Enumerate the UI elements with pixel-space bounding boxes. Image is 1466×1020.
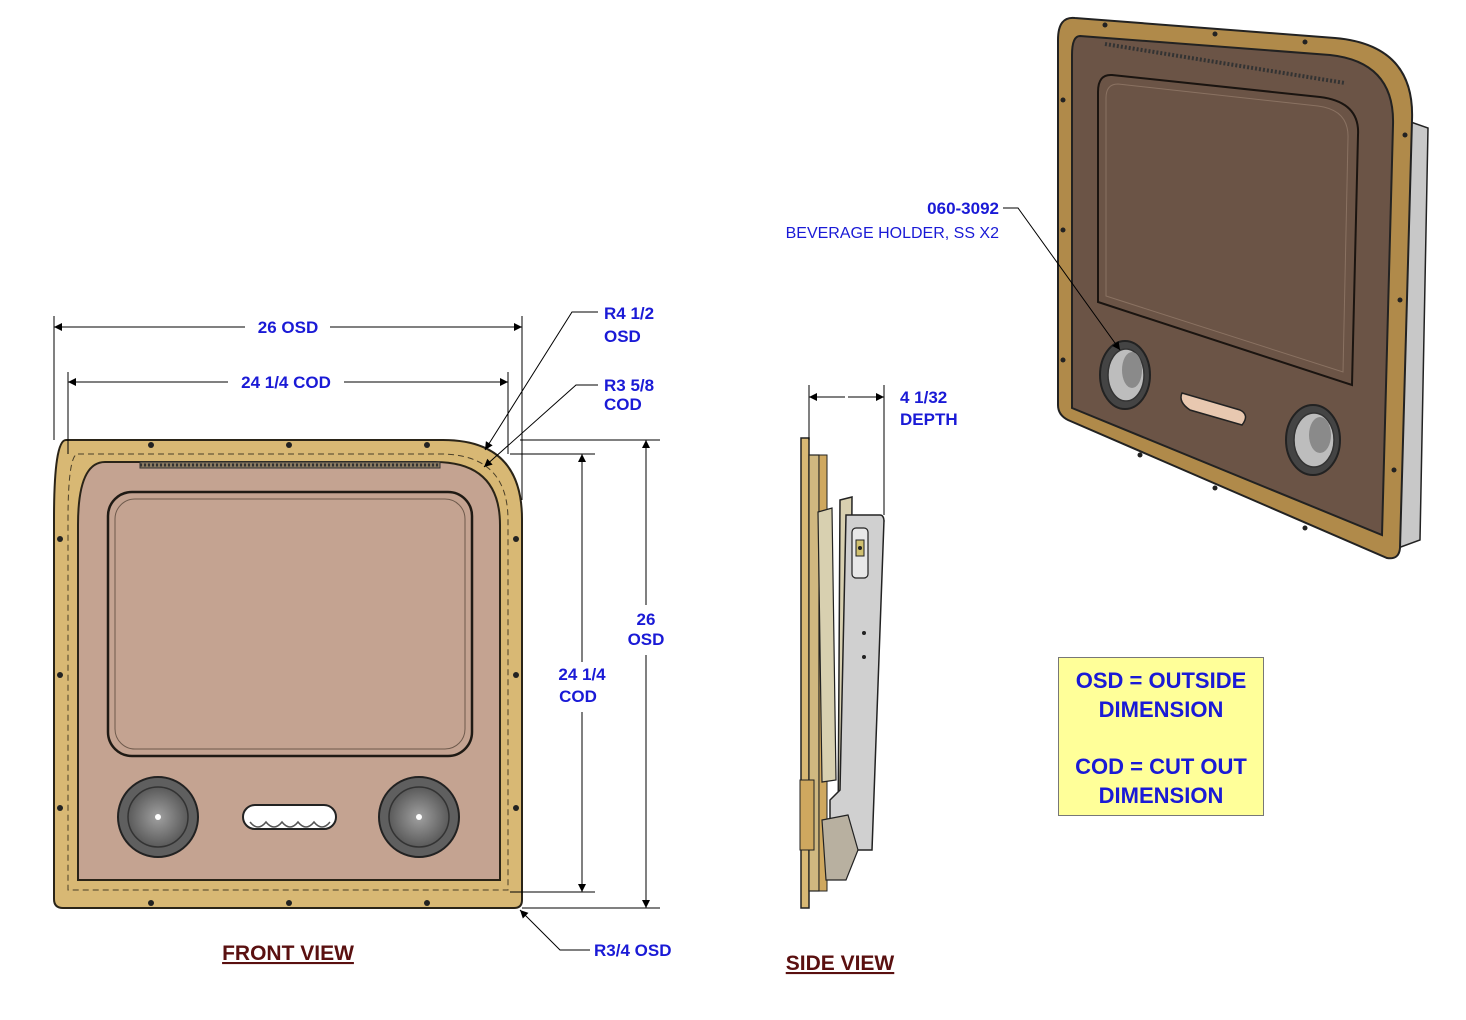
side-dimensions <box>808 385 885 515</box>
dim-radius-cod-l1: R3 5/8 <box>604 376 654 395</box>
dim-height-cod-l2: COD <box>559 687 597 706</box>
dim-radius-osd-l1: R4 1/2 <box>604 304 654 323</box>
front-cup-holder-left <box>117 776 199 858</box>
front-screws <box>57 442 519 906</box>
legend-line-4: DIMENSION <box>1098 783 1224 808</box>
legend-line-3: COD = CUT OUT <box>1075 754 1247 779</box>
front-upper-panel <box>106 490 474 758</box>
side-dimension-labels: 4 1/32 DEPTH SIDE VIEW <box>786 388 958 975</box>
front-frame-dashed <box>67 453 509 891</box>
dim-radius-cod-l2: COD <box>604 395 642 414</box>
dim-height-cod-l1: 24 1/4 <box>558 665 606 684</box>
side-view-title: SIDE VIEW <box>786 952 895 975</box>
iso-cup-holder-left <box>1099 340 1151 410</box>
dim-height-osd-l2: OSD <box>628 630 665 649</box>
front-view <box>53 439 523 909</box>
iso-callout: 060-3092 BEVERAGE HOLDER, SS X2 <box>786 199 1000 242</box>
side-view <box>799 437 885 909</box>
legend-line-1: OSD = OUTSIDE <box>1075 668 1247 693</box>
dim-depth-l2: DEPTH <box>900 410 958 429</box>
callout-part-number: 060-3092 <box>927 199 999 218</box>
dim-corner-radius: R3/4 OSD <box>594 941 671 960</box>
front-view-title: FRONT VIEW <box>222 942 354 965</box>
front-cup-holder-right <box>378 776 460 858</box>
front-dimensions <box>53 311 660 951</box>
callout-description: BEVERAGE HOLDER, SS X2 <box>786 225 1000 242</box>
legend-box: OSD = OUTSIDE DIMENSION COD = CUT OUT DI… <box>1058 657 1264 816</box>
dim-height-osd-l1: 26 <box>637 610 656 629</box>
iso-handle <box>1180 392 1247 426</box>
iso-view <box>1003 16 1429 560</box>
dim-radius-osd-l2: OSD <box>604 327 641 346</box>
front-dimension-labels: 26 OSD 24 1/4 COD R4 1/2 OSD R3 5/8 COD … <box>222 304 671 965</box>
dim-width-cod: 24 1/4 COD <box>241 373 331 392</box>
legend-line-2: DIMENSION <box>1098 697 1224 722</box>
dim-width-osd: 26 OSD <box>258 318 318 337</box>
iso-cup-holder-right <box>1285 404 1341 476</box>
iso-upper-panel <box>1097 73 1360 387</box>
front-handle <box>242 804 337 830</box>
dim-depth-l1: 4 1/32 <box>900 388 947 407</box>
